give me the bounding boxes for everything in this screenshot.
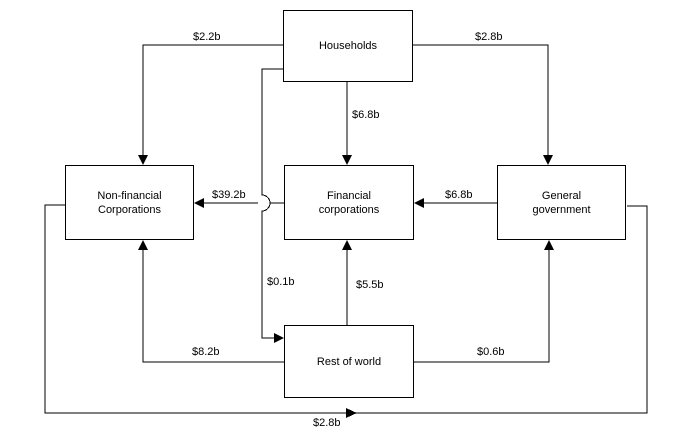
node-rest-of-world-label: Rest of world bbox=[316, 355, 382, 368]
flow-amount-rest-of-world-to-financial: $5.5b bbox=[356, 279, 384, 291]
flow-amount-rest-of-world-to-general-government: $0.6b bbox=[477, 346, 505, 358]
flow-amount-households-to-non-financial: $2.2b bbox=[193, 31, 221, 43]
flow-amount-households-to-rest-of-world: $0.1b bbox=[267, 276, 295, 288]
arrowhead-right-bottom-loop bbox=[346, 408, 357, 418]
arrowhead-down-non-financial-top bbox=[138, 155, 148, 165]
line-households-to-rest-of-world bbox=[261, 68, 283, 339]
arrowhead-down-financial-top bbox=[342, 155, 352, 165]
flow-amount-households-to-financial: $6.8b bbox=[352, 109, 380, 121]
flow-amount-rest-of-world-to-non-financial: $8.2b bbox=[192, 346, 220, 358]
node-financial-corporations-label: Financial corporations bbox=[318, 189, 380, 216]
node-financial-corporations: Financial corporations bbox=[284, 165, 414, 240]
node-non-financial-corporations: Non-financial Corporations bbox=[65, 165, 194, 240]
flow-amount-households-to-general-government: $2.8b bbox=[475, 31, 503, 43]
node-households-label: Households bbox=[318, 40, 378, 52]
node-non-financial-corporations-label: Non-financial Corporations bbox=[97, 189, 162, 216]
flow-amount-general-government-to-financial: $6.8b bbox=[445, 189, 473, 201]
arrowhead-left-non-financial-right bbox=[194, 198, 204, 208]
node-general-government: General government bbox=[497, 165, 626, 240]
arrowhead-left-financial-right bbox=[414, 198, 424, 208]
line-households-to-non-financial bbox=[142, 44, 283, 164]
arrowhead-up-non-financial-bottom bbox=[138, 240, 148, 250]
flow-amount-financial-to-non-financial: $39.2b bbox=[212, 189, 246, 201]
arrowhead-down-general-government-top bbox=[543, 155, 553, 165]
arrowhead-up-financial-bottom bbox=[342, 240, 352, 250]
arrowhead-up-general-government-bottom bbox=[544, 240, 554, 250]
flow-amount-non-financial-to-general-government: $2.8b bbox=[313, 417, 341, 429]
line-rest-of-world-to-general-government bbox=[414, 241, 550, 363]
node-general-government-label: General government bbox=[532, 189, 591, 216]
node-rest-of-world: Rest of world bbox=[284, 325, 414, 398]
node-households: Households bbox=[283, 10, 413, 82]
line-rest-of-world-to-non-financial bbox=[142, 241, 284, 363]
line-households-to-general-government bbox=[413, 44, 549, 164]
arrowhead-right-rest-of-world-left bbox=[274, 333, 284, 343]
